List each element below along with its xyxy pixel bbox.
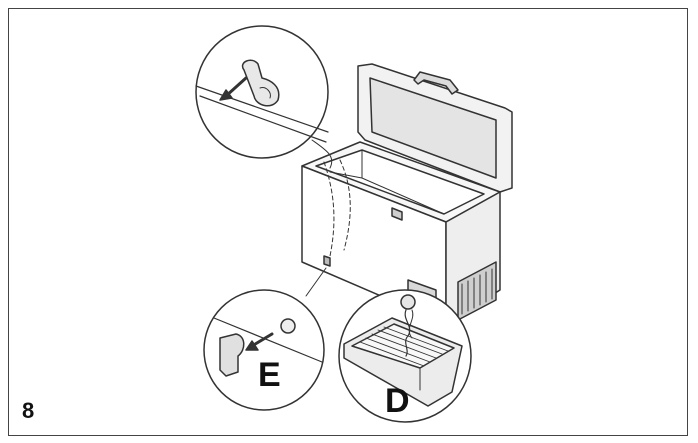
drain-drop	[400, 294, 416, 310]
front-lock	[391, 207, 403, 221]
drain-plug-part	[241, 59, 280, 107]
detail-e-zoom	[203, 267, 327, 411]
water-stream	[404, 309, 411, 357]
freezer-body	[301, 63, 513, 325]
lid-window	[369, 77, 497, 179]
detail-d-zoom	[338, 289, 472, 423]
callout-label-d: D	[385, 382, 410, 420]
drain-plug-location	[323, 255, 331, 267]
removal-arrow-icon	[224, 76, 248, 98]
drain-spout-part	[219, 333, 245, 377]
pull-arrow-icon	[250, 332, 274, 348]
detail-drain-plug-zoom	[195, 25, 351, 257]
callout-label-e: E	[258, 356, 281, 394]
lid-handle	[413, 71, 459, 95]
figure-number: 8	[22, 398, 35, 423]
inner-opening	[315, 149, 485, 215]
drain-hole	[280, 318, 296, 334]
